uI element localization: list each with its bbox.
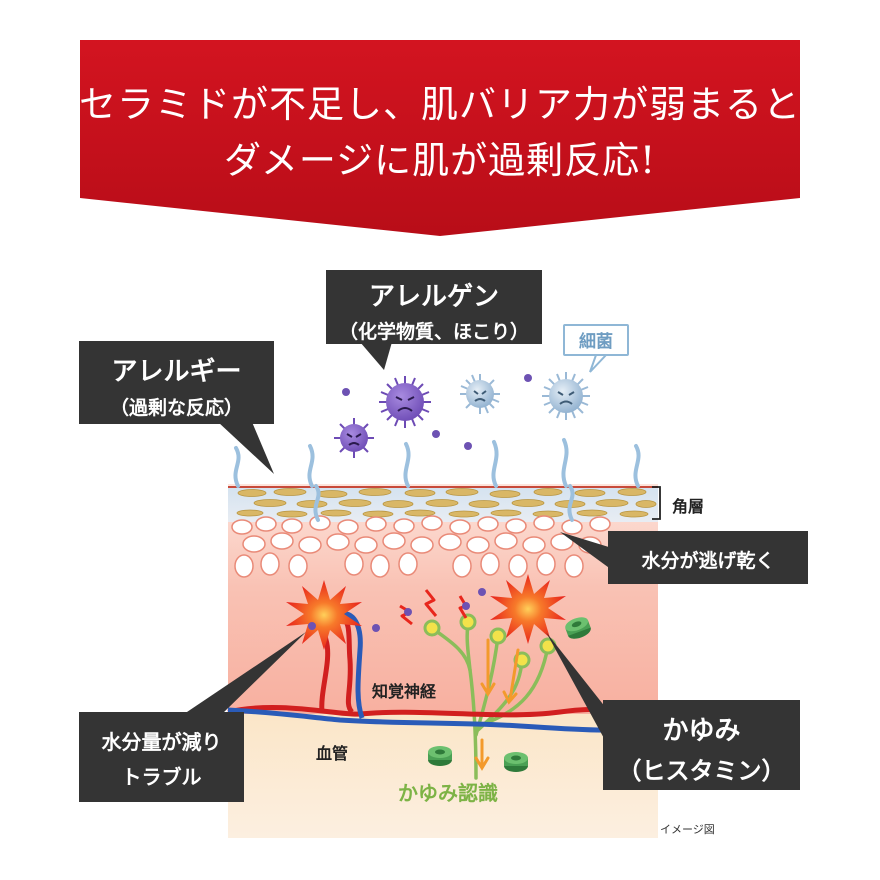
callout-trouble: 水分量が減り トラブル bbox=[79, 712, 244, 802]
allergy-subtitle: （過剰な反応） bbox=[109, 397, 243, 419]
bacteria-label: 細菌 bbox=[563, 324, 629, 356]
moisture-escape-text: 水分が逃げ乾く bbox=[641, 550, 775, 572]
sensory-nerve-label: 知覚神経 bbox=[372, 682, 437, 701]
corneum-cells bbox=[236, 488, 657, 518]
callout-allergy: アレルギー （過剰な反応） bbox=[79, 341, 274, 424]
header-banner: セラミドが不足し、肌バリア力が弱まると ダメージに肌が過剰反応! bbox=[0, 0, 880, 240]
capillary-blue bbox=[337, 610, 365, 719]
allergen-particles bbox=[308, 374, 532, 632]
blood-vessel-blue bbox=[227, 707, 659, 733]
image-note: イメージ図 bbox=[660, 823, 715, 836]
callout-itch: かゆみ （ヒスタミン） bbox=[603, 700, 800, 790]
allergy-title: アレルギー bbox=[111, 357, 242, 387]
callout-moisture-escape: 水分が逃げ乾く bbox=[608, 531, 808, 584]
bacteria-icon bbox=[460, 372, 590, 420]
epidermis-cells bbox=[231, 515, 611, 578]
itch-recognition-label: かゆみ認識 bbox=[398, 781, 498, 805]
burst-icon bbox=[286, 574, 566, 650]
stratum-bracket bbox=[652, 486, 661, 520]
histamine-icon bbox=[428, 617, 591, 772]
trouble-line2: トラブル bbox=[121, 765, 202, 789]
moisture-wave-icon bbox=[233, 438, 641, 522]
virus-icon bbox=[334, 376, 431, 458]
allergen-subtitle: （化学物質、ほこり） bbox=[338, 321, 529, 343]
banner-title-line1: セラミドが不足し、肌バリア力が弱まると bbox=[79, 83, 801, 126]
callout-tails bbox=[184, 342, 612, 742]
trouble-line1: 水分量が減り bbox=[101, 730, 222, 754]
itch-signal-arrows bbox=[474, 638, 520, 771]
itch-line1: かゆみ bbox=[662, 716, 741, 746]
allergen-title: アレルゲン bbox=[368, 282, 499, 312]
stratum-corneum-label: 角層 bbox=[672, 497, 705, 516]
itch-line2: （ヒスタミン） bbox=[617, 757, 786, 785]
banner-title-line2: ダメージに肌が過剰反応! bbox=[223, 139, 657, 182]
blood-vessel-label: 血管 bbox=[316, 744, 349, 763]
banner-shape bbox=[80, 40, 800, 236]
dermis-layer bbox=[228, 714, 658, 838]
callout-allergen: アレルゲン （化学物質、ほこり） bbox=[326, 270, 542, 344]
